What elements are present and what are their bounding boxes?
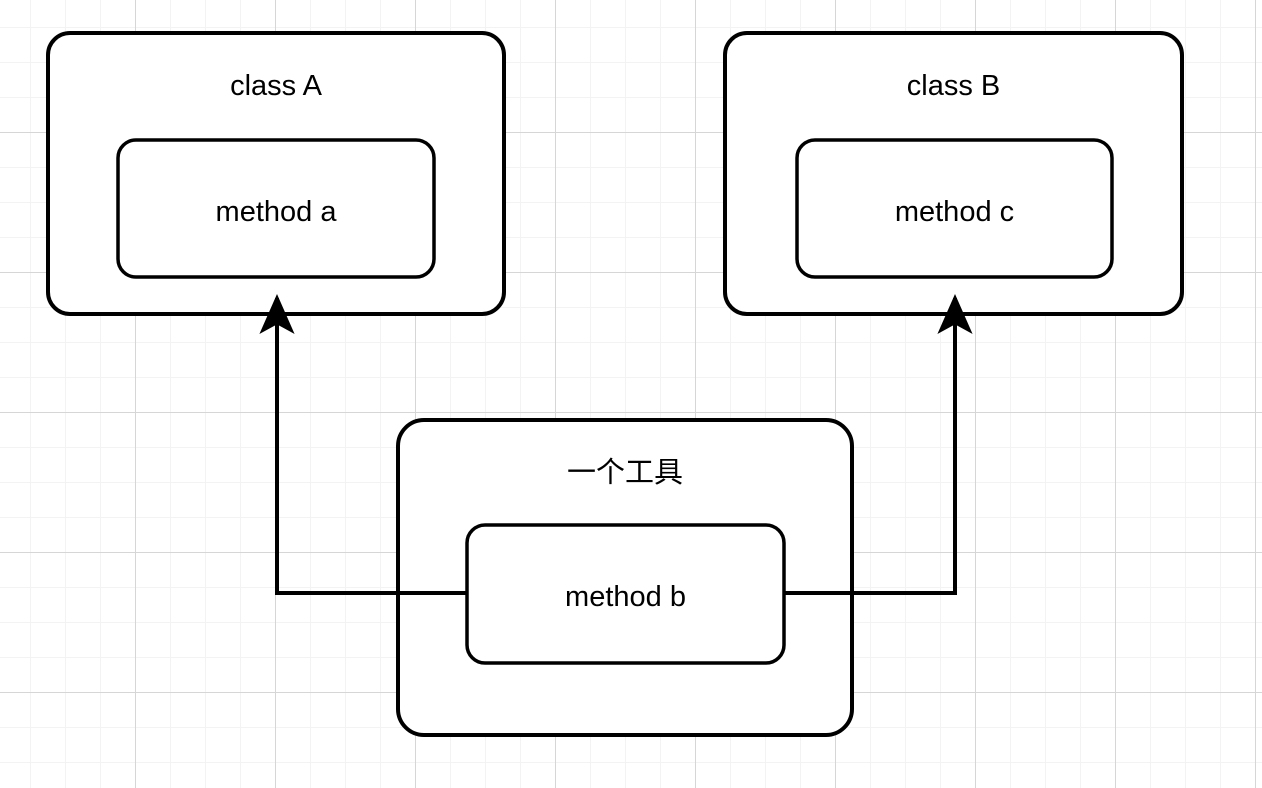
method-c-label: method c <box>894 196 1015 228</box>
edge-method-b-to-method-c[interactable] <box>784 294 973 595</box>
class-b-title: class B <box>906 70 1001 102</box>
edge-method-b-to-method-a[interactable] <box>259 294 467 595</box>
method-b-label: method b <box>565 581 686 613</box>
tool-title: 一个工具 <box>566 455 683 489</box>
method-a-label: method a <box>215 196 337 228</box>
method-c-box[interactable] <box>795 138 1114 279</box>
class-a-title: class A <box>230 70 322 102</box>
method-a-box[interactable] <box>116 138 436 279</box>
